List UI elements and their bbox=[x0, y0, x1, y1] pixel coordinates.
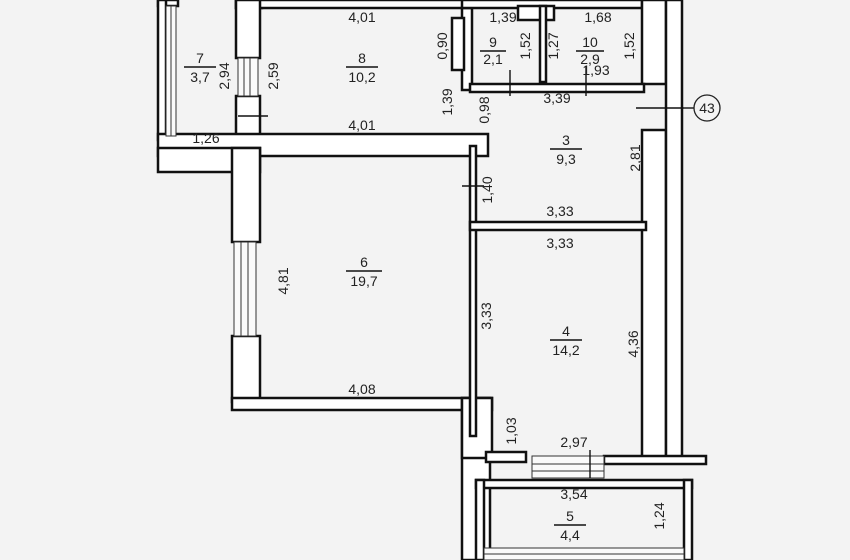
room-6-number: 6 bbox=[360, 254, 368, 270]
dim-r7-height: 2,94 bbox=[216, 62, 232, 89]
dim-r9-side: 1,52 bbox=[517, 32, 533, 59]
room-3-area: 9,3 bbox=[556, 151, 576, 167]
dim-r4-step: 1,03 bbox=[503, 417, 519, 444]
room-7-area: 3,7 bbox=[190, 69, 210, 85]
dim-r8-right: 1,39 bbox=[439, 88, 455, 115]
room-3-number: 3 bbox=[562, 132, 570, 148]
dim-r5-top: 3,54 bbox=[560, 486, 587, 502]
dim-corridor-small: 0,98 bbox=[476, 96, 492, 123]
dim-r6-bottom: 4,08 bbox=[348, 381, 375, 397]
dim-r10-top: 1,68 bbox=[584, 9, 611, 25]
dim-r8-left: 2,59 bbox=[265, 62, 281, 89]
dim-r4-bottom: 2,97 bbox=[560, 434, 587, 450]
room-labels: 7 3,7 8 10,2 9 2,1 10 2,9 3 9,3 6 19,7 4… bbox=[184, 34, 604, 543]
axis-marker-label: 43 bbox=[699, 100, 715, 116]
dim-r4-top: 3,33 bbox=[546, 235, 573, 251]
dim-r3-bottom: 3,33 bbox=[546, 203, 573, 219]
axis-marker: 43 bbox=[693, 94, 721, 122]
room-10-number: 10 bbox=[582, 34, 598, 50]
dim-r8-door: 0,90 bbox=[434, 32, 450, 59]
dim-r8-bottom: 4,01 bbox=[348, 117, 375, 133]
dim-r10-left: 1,27 bbox=[545, 32, 561, 59]
dim-r10-bottom: 1,93 bbox=[582, 62, 609, 78]
dimension-labels: 4,01 4,01 2,59 0,90 1,39 2,94 1,26 1,39 … bbox=[192, 9, 667, 530]
dim-r8-top: 4,01 bbox=[348, 9, 375, 25]
room-9-number: 9 bbox=[489, 34, 497, 50]
room-8-number: 8 bbox=[358, 50, 366, 66]
dim-r10-right: 1,52 bbox=[621, 32, 637, 59]
dim-r4-right: 4,36 bbox=[625, 330, 641, 357]
room-4-area: 14,2 bbox=[552, 342, 579, 358]
room-6-area: 19,7 bbox=[350, 273, 377, 289]
room-4-number: 4 bbox=[562, 323, 570, 339]
room-8-area: 10,2 bbox=[348, 69, 375, 85]
dim-r3-right: 2,81 bbox=[627, 144, 643, 171]
dim-r6-left: 4,81 bbox=[275, 267, 291, 294]
dim-r4-left: 3,33 bbox=[478, 302, 494, 329]
room-10-area: 2,9 bbox=[580, 51, 600, 67]
dim-r7-width: 1,26 bbox=[192, 130, 219, 146]
dim-corridor-top: 3,39 bbox=[543, 90, 570, 106]
room-5-area: 4,4 bbox=[560, 527, 580, 543]
dimension-ticks bbox=[238, 66, 694, 478]
walls bbox=[156, 0, 708, 560]
room-9-area: 2,1 bbox=[483, 51, 503, 67]
dim-r9-top: 1,39 bbox=[489, 9, 516, 25]
dim-r5-right: 1,24 bbox=[651, 502, 667, 529]
windows bbox=[165, 5, 685, 560]
room-5-number: 5 bbox=[566, 508, 574, 524]
dim-r3-left: 1,40 bbox=[479, 176, 495, 203]
room-7-number: 7 bbox=[196, 50, 204, 66]
